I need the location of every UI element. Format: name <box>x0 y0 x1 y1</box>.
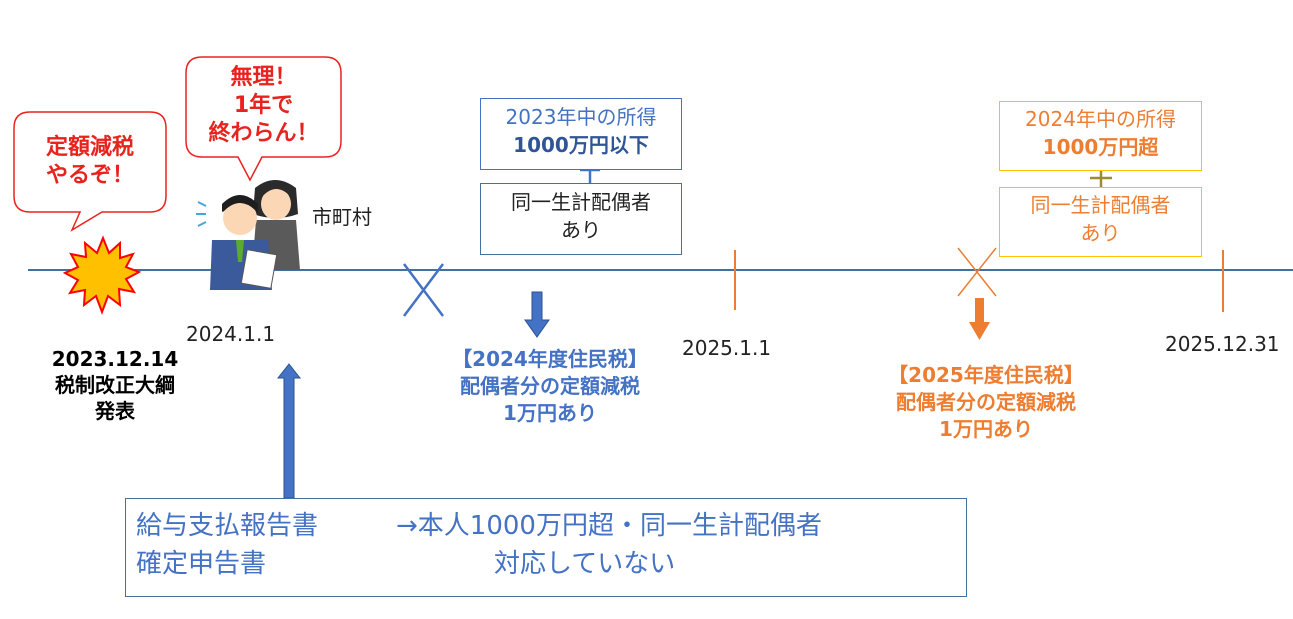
income-value-2023: 1000万円以下 <box>513 133 649 157</box>
speech-bubble-middle <box>185 56 342 182</box>
tax-2024-line2: 配偶者分の定額減税 <box>460 374 640 398</box>
blue-down-arrow <box>524 291 550 338</box>
date-2024-1-1: 2024.1.1 <box>186 322 276 346</box>
bubble-left-text: 定額減税 やるぞ！ <box>14 134 166 190</box>
bubble-left-line2: やるぞ！ <box>45 163 134 188</box>
explosion-icon <box>62 235 142 315</box>
up-arrow <box>276 363 302 499</box>
bubble-middle-line3: 終わらん！ <box>208 121 319 146</box>
announcement-block: 2023.12.14 税制改正大綱 発表 <box>30 346 200 424</box>
bubble-middle-line1: 無理！ <box>230 65 297 90</box>
income-box-2024: 2024年中の所得 1000万円超 <box>999 101 1202 171</box>
income-title-2024: 2024年中の所得 <box>1025 107 1176 131</box>
income-title-2023: 2023年中の所得 <box>505 105 657 129</box>
report-line2-right: 対応していない <box>494 549 676 579</box>
municipality-label: 市町村 <box>312 205 372 229</box>
tax-2024-line3: 1万円あり <box>503 401 597 425</box>
spouse-2025-line1: 同一生計配偶者 <box>1030 193 1171 217</box>
announce-action: 発表 <box>95 399 135 423</box>
worried-officials-icon <box>196 180 300 290</box>
bubble-middle-text: 無理！ 1年で 終わらん！ <box>186 64 341 148</box>
report-line1-right: →本人1000万円超・同一生計配偶者 <box>396 511 822 541</box>
spouse-box-2025: 同一生計配偶者 あり <box>999 187 1202 257</box>
orange-x-mark <box>957 247 997 297</box>
tax-2025-line3: 1万円あり <box>939 417 1033 441</box>
tax-2024-block: 【2024年度住民税】 配偶者分の定額減税 1万円あり <box>430 346 670 427</box>
bubble-middle-line2: 1年で <box>233 93 294 118</box>
tax-2024-title: 【2024年度住民税】 <box>452 347 648 371</box>
date-2025-12-31: 2025.12.31 <box>1165 332 1280 356</box>
tax-2025-block: 【2025年度住民税】 配偶者分の定額減税 1万円あり <box>866 362 1106 443</box>
report-box: 給与支払報告書 →本人1000万円超・同一生計配偶者 確定申告書 対応していない <box>125 498 967 597</box>
income-box-2023: 2023年中の所得 1000万円以下 <box>480 98 682 170</box>
bubble-left-line1: 定額減税 <box>45 135 134 160</box>
blue-x-mark <box>403 263 444 317</box>
tax-2025-title: 【2025年度住民税】 <box>888 363 1084 387</box>
announce-date: 2023.12.14 <box>51 347 179 371</box>
spouse-2024-line2: あり <box>561 218 601 242</box>
tax-2025-line2: 配偶者分の定額減税 <box>896 390 1076 414</box>
orange-down-arrow <box>969 298 990 340</box>
speech-bubble-left <box>13 111 167 232</box>
spouse-2025-line2: あり <box>1080 221 1121 245</box>
report-line2-left: 確定申告書 <box>136 549 267 579</box>
date-2025-1-1: 2025.1.1 <box>682 336 772 360</box>
announce-title: 税制改正大綱 <box>55 373 175 397</box>
spouse-2024-line1: 同一生計配偶者 <box>511 190 651 214</box>
income-value-2024: 1000万円超 <box>1042 135 1159 159</box>
report-line1-left: 給与支払報告書 <box>136 511 319 541</box>
spouse-box-2024: 同一生計配偶者 あり <box>480 183 682 255</box>
